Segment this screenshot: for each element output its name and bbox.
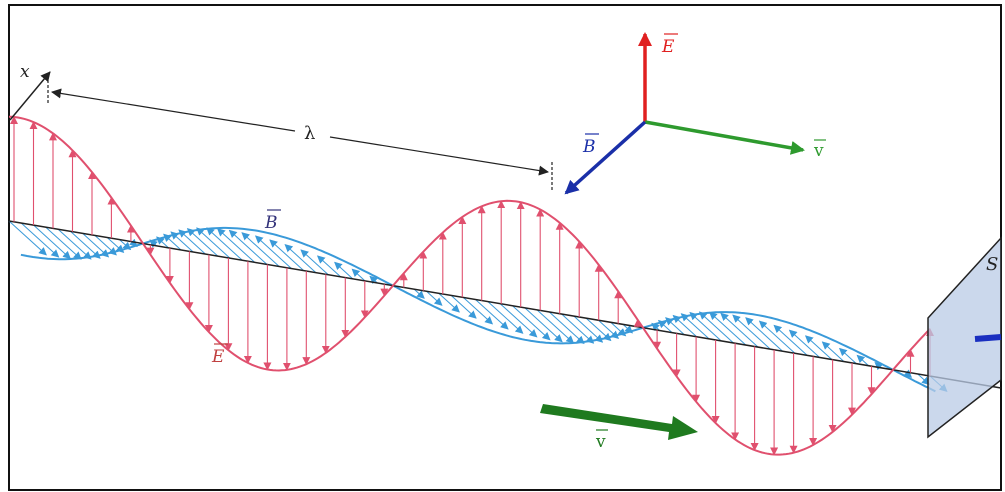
b-field-vector bbox=[680, 313, 710, 340]
b-field-vector bbox=[585, 317, 612, 342]
b-field-vector bbox=[821, 341, 845, 362]
b-field-vector bbox=[178, 229, 206, 255]
surface-plane bbox=[927, 236, 1002, 439]
b-field-vector bbox=[351, 268, 366, 282]
surface-label: S bbox=[986, 254, 998, 275]
b-field-vector bbox=[186, 228, 219, 257]
b-field-vector bbox=[70, 230, 101, 259]
b-field-vector bbox=[463, 297, 494, 325]
b-field-vector bbox=[788, 329, 820, 358]
b-field-vector bbox=[720, 312, 759, 348]
b-field-vector bbox=[524, 307, 563, 343]
b-field-vector bbox=[45, 226, 82, 260]
legend-b-label: B bbox=[582, 137, 596, 157]
b-field-vector bbox=[698, 311, 734, 344]
legend-e-label: E bbox=[661, 37, 675, 57]
b-field-vector bbox=[573, 315, 604, 343]
e-field-envelope bbox=[8, 115, 931, 456]
x-axis-stub bbox=[9, 71, 51, 121]
wave-b-label: B bbox=[264, 213, 278, 233]
wavelength-arrow-right bbox=[329, 136, 549, 176]
surface-arrow bbox=[974, 334, 1002, 342]
b-field-vector bbox=[228, 229, 268, 265]
b-field-vector bbox=[512, 305, 551, 341]
legend-v-label: v bbox=[813, 141, 824, 161]
b-field-vector bbox=[206, 227, 243, 261]
b-field-vector bbox=[413, 288, 425, 299]
b-field-vector bbox=[856, 354, 869, 367]
b-field-vector bbox=[475, 299, 509, 330]
b-field-vector bbox=[450, 295, 477, 319]
b-field-vector bbox=[804, 335, 833, 360]
b-field-vector bbox=[709, 311, 747, 346]
legend-b-arrow bbox=[564, 120, 647, 195]
x-axis-label: x bbox=[20, 62, 30, 82]
magnetic-field-wave bbox=[8, 220, 948, 393]
b-field-vector bbox=[499, 303, 538, 338]
b-field-vector bbox=[254, 235, 292, 269]
b-field-vector bbox=[487, 301, 524, 334]
frame-border bbox=[8, 4, 1002, 491]
wavelength-arrow-left bbox=[51, 88, 296, 132]
electric-field-wave bbox=[8, 115, 934, 456]
propagation-axis bbox=[8, 220, 1002, 389]
b-field-vector bbox=[241, 232, 280, 267]
b-field-vector bbox=[561, 313, 595, 344]
b-field-vector bbox=[548, 311, 585, 345]
b-field-vector bbox=[316, 255, 341, 278]
b-field-vector bbox=[773, 324, 808, 356]
b-field-vector bbox=[8, 220, 47, 256]
b-field-vector bbox=[745, 317, 783, 352]
b-field-vector bbox=[334, 261, 354, 280]
b-field-vector bbox=[216, 228, 255, 263]
wavelength-label: λ bbox=[304, 123, 315, 144]
b-field-vector bbox=[438, 293, 460, 313]
velocity-label: v bbox=[595, 432, 606, 452]
b-field-vector bbox=[196, 227, 231, 259]
wave-e-label: E bbox=[211, 347, 225, 367]
b-field-vector bbox=[758, 320, 796, 354]
b-field-vector bbox=[33, 224, 71, 260]
b-field-vector bbox=[284, 244, 317, 274]
legend-v-arrow bbox=[644, 120, 805, 155]
b-field-vector bbox=[838, 347, 857, 364]
b-field-vector bbox=[689, 311, 722, 342]
b-field-vector bbox=[732, 314, 771, 350]
b-field-vector bbox=[300, 249, 329, 276]
b-field-vector bbox=[82, 233, 110, 258]
velocity-arrow bbox=[540, 404, 698, 440]
b-field-vector bbox=[57, 228, 92, 260]
b-field-vector bbox=[536, 309, 575, 344]
b-field-vector bbox=[369, 275, 378, 285]
b-field-vector bbox=[20, 222, 60, 258]
b-field-vector bbox=[426, 290, 443, 306]
b-field-vector bbox=[269, 239, 305, 271]
b-field-envelope bbox=[20, 226, 936, 393]
